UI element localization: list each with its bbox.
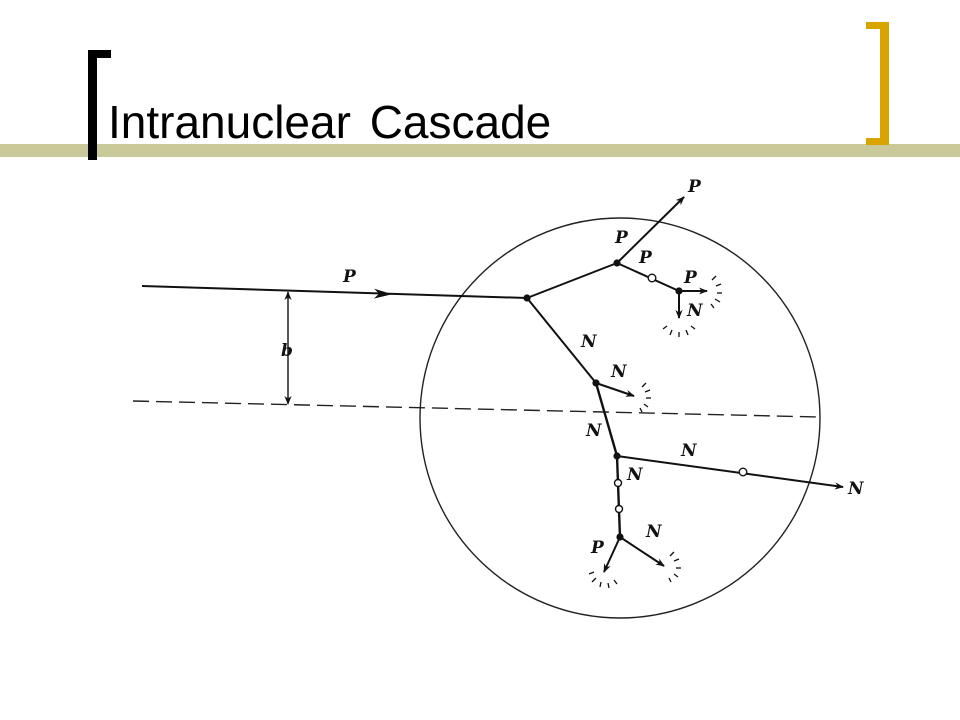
vertex-bottom xyxy=(616,533,624,541)
vertex-first xyxy=(523,294,531,302)
neutron-short-track xyxy=(595,382,635,397)
neutron-bottom-track xyxy=(619,536,665,567)
capture-marks-upper-bottom xyxy=(662,325,696,337)
capture-marks-bottom-left xyxy=(588,571,618,589)
capture-marks-upper-right xyxy=(710,275,722,309)
track-to-lower-vertex xyxy=(526,297,597,384)
capture-marks-middle xyxy=(639,382,651,413)
neutron-chain-track xyxy=(615,455,622,538)
neutron-down-track xyxy=(594,382,619,457)
vertex-lower xyxy=(592,379,600,387)
label-neutron-short: N xyxy=(610,362,628,382)
vertex-upper xyxy=(613,259,621,267)
incoming-proton-track xyxy=(141,285,528,299)
label-incoming-proton: P xyxy=(342,267,357,287)
open-vertex-chain-2 xyxy=(614,504,624,514)
label-neutron-branch: N xyxy=(580,332,598,352)
label-proton-right: P xyxy=(683,268,698,288)
open-vertex-chain-1 xyxy=(613,478,623,488)
label-proton-mid: P xyxy=(638,248,653,268)
label-proton-upper: P xyxy=(614,228,629,248)
neutron-exit-track xyxy=(616,455,844,490)
label-neutron-down: N xyxy=(585,421,603,441)
proton-exit-track xyxy=(616,196,685,264)
vertex-third xyxy=(613,452,621,460)
title-left-bracket xyxy=(88,50,111,160)
capture-marks-bottom-right xyxy=(668,551,681,583)
label-neutron-exit: N xyxy=(847,479,865,499)
label-neutron-captured-upper: N xyxy=(686,301,704,321)
title-right-bracket xyxy=(866,22,889,145)
title-underline-band xyxy=(0,144,960,157)
proton-bottom-track xyxy=(603,536,621,573)
label-proton-top-exit: P xyxy=(687,177,702,197)
track-to-upper-vertex xyxy=(526,262,618,299)
open-vertex-upper xyxy=(647,273,657,283)
incoming-proton-arrow xyxy=(373,288,392,299)
label-neutron-right: N xyxy=(680,441,698,461)
open-vertex-right xyxy=(738,467,748,477)
nucleus-circle xyxy=(419,217,821,619)
slide-title: Intranuclear Cascade xyxy=(108,96,552,148)
label-neutron-lower: N xyxy=(626,465,644,485)
label-neutron-bottom-right: N xyxy=(645,522,663,542)
label-proton-bottom-left: P xyxy=(590,538,605,558)
label-impact-parameter: b xyxy=(281,341,293,361)
vertex-right-small xyxy=(675,287,683,295)
dashed-axis-line xyxy=(132,400,819,418)
